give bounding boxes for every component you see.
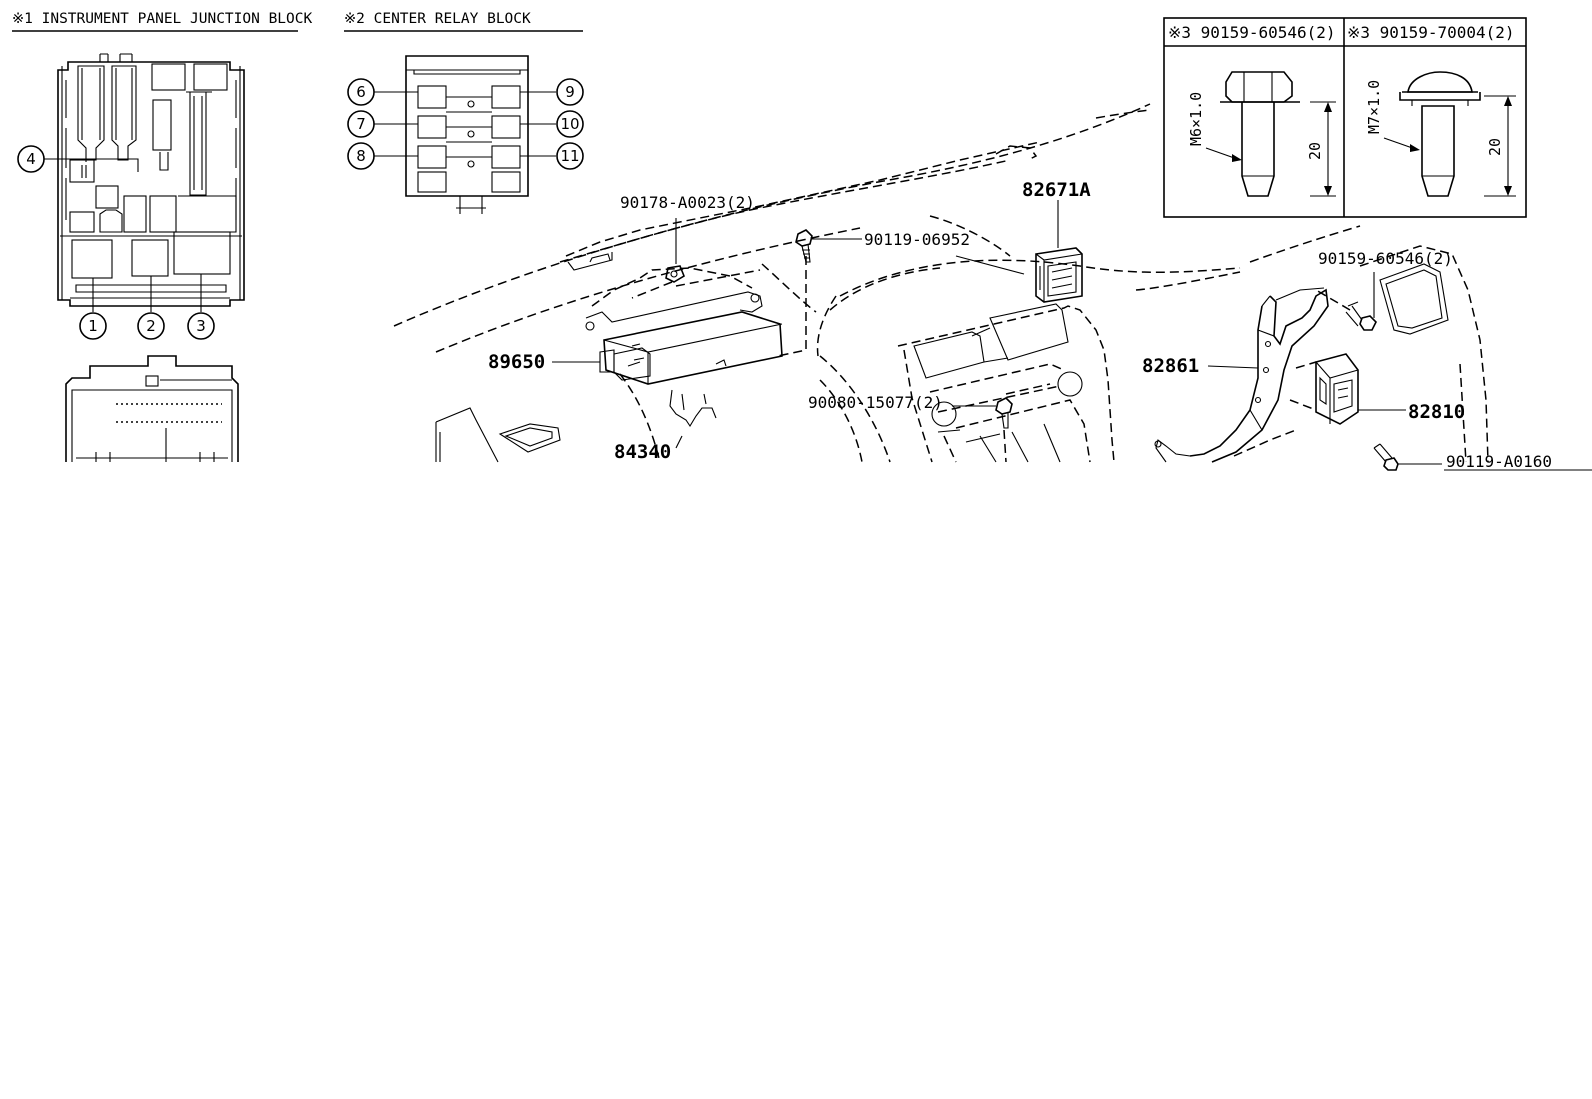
bolt-90119-06952: [795, 229, 862, 263]
relay-block-title: ※2 CENTER RELAY BLOCK: [344, 11, 531, 27]
junction-block-drawing: [57, 53, 245, 307]
relay-82671A: [1035, 200, 1083, 303]
detail-header-left: ※3 90159-60546(2): [1168, 23, 1336, 42]
connector-pins: [116, 403, 222, 423]
junction-block-section: ※1 INSTRUMENT PANEL JUNCTION BLOCK: [12, 11, 313, 462]
fastener-detail-box: ※3 90159-60546(2) ※3 90159-70004(2) 20 M…: [1163, 17, 1527, 218]
callout-8: 8: [347, 142, 375, 170]
svg-text:1: 1: [88, 317, 98, 335]
callout-7: 7: [347, 110, 375, 138]
svg-text:7: 7: [356, 115, 366, 133]
junction-block-title: ※1 INSTRUMENT PANEL JUNCTION BLOCK: [12, 11, 313, 27]
svg-text:10: 10: [560, 115, 579, 133]
svg-text:6: 6: [356, 83, 366, 101]
label-89650: 89650: [488, 351, 545, 373]
callout-3: 3: [187, 312, 215, 340]
relay-block-section: ※2 CENTER RELAY BLOCK 6: [344, 11, 584, 214]
label-90080-15077: 90080-15077(2): [808, 393, 943, 412]
bolt-90080-15077: [995, 397, 1013, 463]
center-console: [897, 303, 1115, 463]
bracket-82861: [1154, 287, 1329, 463]
svg-text:3: 3: [196, 317, 206, 335]
bolt-90159-60546-right: [1315, 272, 1377, 331]
label-90159-60546-right: 90159-60546(2): [1318, 249, 1453, 268]
label-82810: 82810: [1408, 401, 1465, 423]
junction-block-connector-view: [65, 355, 239, 462]
svg-text:11: 11: [560, 147, 579, 165]
svg-text:8: 8: [356, 147, 366, 165]
label-82861: 82861: [1142, 355, 1199, 377]
callout-2: 2: [137, 312, 165, 340]
ecu-89650: [585, 256, 807, 428]
callout-10: 10: [556, 110, 584, 138]
length-right: 20: [1486, 138, 1504, 156]
label-90119-06952: 90119-06952: [864, 230, 970, 249]
thread-left: M6×1.0: [1187, 92, 1205, 146]
right-side-panel: [1233, 245, 1489, 463]
dashboard-top-edge: [393, 103, 1151, 327]
label-90178: 90178-A0023(2): [620, 193, 755, 212]
label-90119-A0160: 90119-A0160: [1446, 452, 1552, 471]
label-84340: 84340: [614, 441, 671, 463]
relay-block-drawing: [405, 55, 529, 214]
callout-6: 6: [347, 78, 375, 106]
svg-text:4: 4: [26, 150, 36, 168]
svg-text:2: 2: [146, 317, 156, 335]
dome-bolt-detail: 20 M7×1.0: [1365, 71, 1516, 197]
svg-text:9: 9: [565, 83, 575, 101]
nut-90178: [665, 218, 685, 283]
thread-right: M7×1.0: [1365, 80, 1383, 134]
detail-header-right: ※3 90159-70004(2): [1347, 23, 1515, 42]
callout-9: 9: [556, 78, 584, 106]
bolt-90119-A0160: [1373, 443, 1592, 471]
callout-4: 4: [17, 145, 45, 173]
label-82671A: 82671A: [1022, 179, 1091, 201]
dashboard-assembly: [393, 103, 1489, 463]
length-left: 20: [1306, 142, 1324, 160]
module-82810: [1289, 353, 1406, 425]
callout-1: 1: [79, 312, 107, 340]
callout-11: 11: [556, 142, 584, 170]
hex-bolt-detail: 20 M6×1.0: [1187, 71, 1336, 197]
